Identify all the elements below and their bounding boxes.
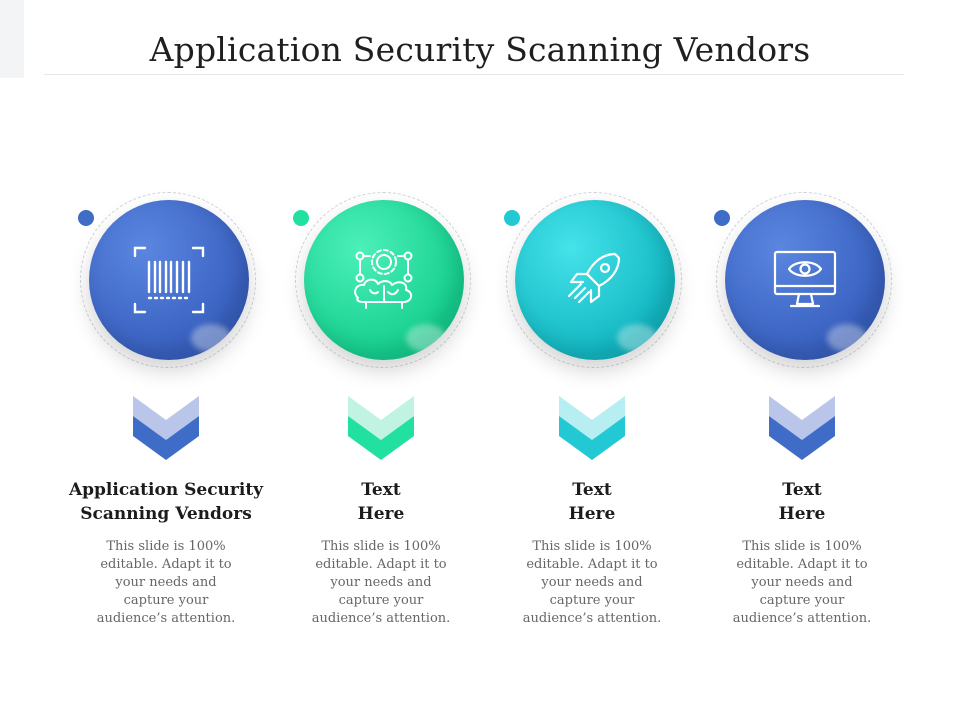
label-line: Text: [782, 480, 822, 500]
brain-gear-icon: [354, 249, 413, 309]
barcode-icon: [133, 246, 205, 314]
desc-line: capture your: [123, 593, 209, 608]
step-description: This slide is 100% editable. Adapt it to…: [517, 538, 667, 628]
icon-circle: [89, 200, 249, 360]
desc-line: editable. Adapt it to: [315, 557, 447, 572]
desc-line: editable. Adapt it to: [526, 557, 658, 572]
desc-line: This slide is 100%: [742, 539, 862, 554]
label-line: Here: [357, 504, 405, 524]
rocket-icon: [567, 252, 621, 304]
desc-line: capture your: [759, 593, 845, 608]
desc-line: This slide is 100%: [321, 539, 441, 554]
label-line: Scanning Vendors: [80, 504, 252, 524]
step-label: Application Security Scanning Vendors: [56, 478, 276, 526]
label-line: Text: [572, 480, 612, 500]
monitor-eye-icon: [773, 250, 837, 308]
desc-line: editable. Adapt it to: [736, 557, 868, 572]
step-description: This slide is 100% editable. Adapt it to…: [306, 538, 456, 628]
accent-dot: [504, 210, 520, 226]
accent-dot: [78, 210, 94, 226]
desc-line: audience’s attention.: [522, 611, 662, 626]
title-divider: [44, 74, 904, 75]
corner-tab: [0, 0, 24, 78]
desc-line: audience’s attention.: [732, 611, 872, 626]
label-line: Application Security: [68, 480, 264, 500]
accent-dot: [293, 210, 309, 226]
slide-title: Application Security Scanning Vendors: [149, 30, 811, 69]
label-line: Text: [361, 480, 401, 500]
desc-line: editable. Adapt it to: [100, 557, 232, 572]
desc-line: your needs and: [541, 575, 643, 590]
step-label: Text Here: [692, 478, 912, 526]
step-description: This slide is 100% editable. Adapt it to…: [91, 538, 241, 628]
icon-circle: [304, 200, 464, 360]
icon-circle: [515, 200, 675, 360]
step-label: Text Here: [482, 478, 702, 526]
label-line: Here: [568, 504, 616, 524]
step-description: This slide is 100% editable. Adapt it to…: [727, 538, 877, 628]
desc-line: your needs and: [751, 575, 853, 590]
desc-line: audience’s attention.: [311, 611, 451, 626]
accent-dot: [714, 210, 730, 226]
desc-line: audience’s attention.: [96, 611, 236, 626]
desc-line: your needs and: [115, 575, 217, 590]
desc-line: capture your: [549, 593, 635, 608]
chevron-down-icon: [133, 396, 199, 460]
label-line: Here: [778, 504, 826, 524]
icon-circle: [725, 200, 885, 360]
desc-line: capture your: [338, 593, 424, 608]
desc-line: your needs and: [330, 575, 432, 590]
step-label: Text Here: [271, 478, 491, 526]
desc-line: This slide is 100%: [106, 539, 226, 554]
desc-line: This slide is 100%: [532, 539, 652, 554]
chevron-down-icon: [348, 396, 414, 460]
chevron-down-icon: [559, 396, 625, 460]
chevron-down-icon: [769, 396, 835, 460]
